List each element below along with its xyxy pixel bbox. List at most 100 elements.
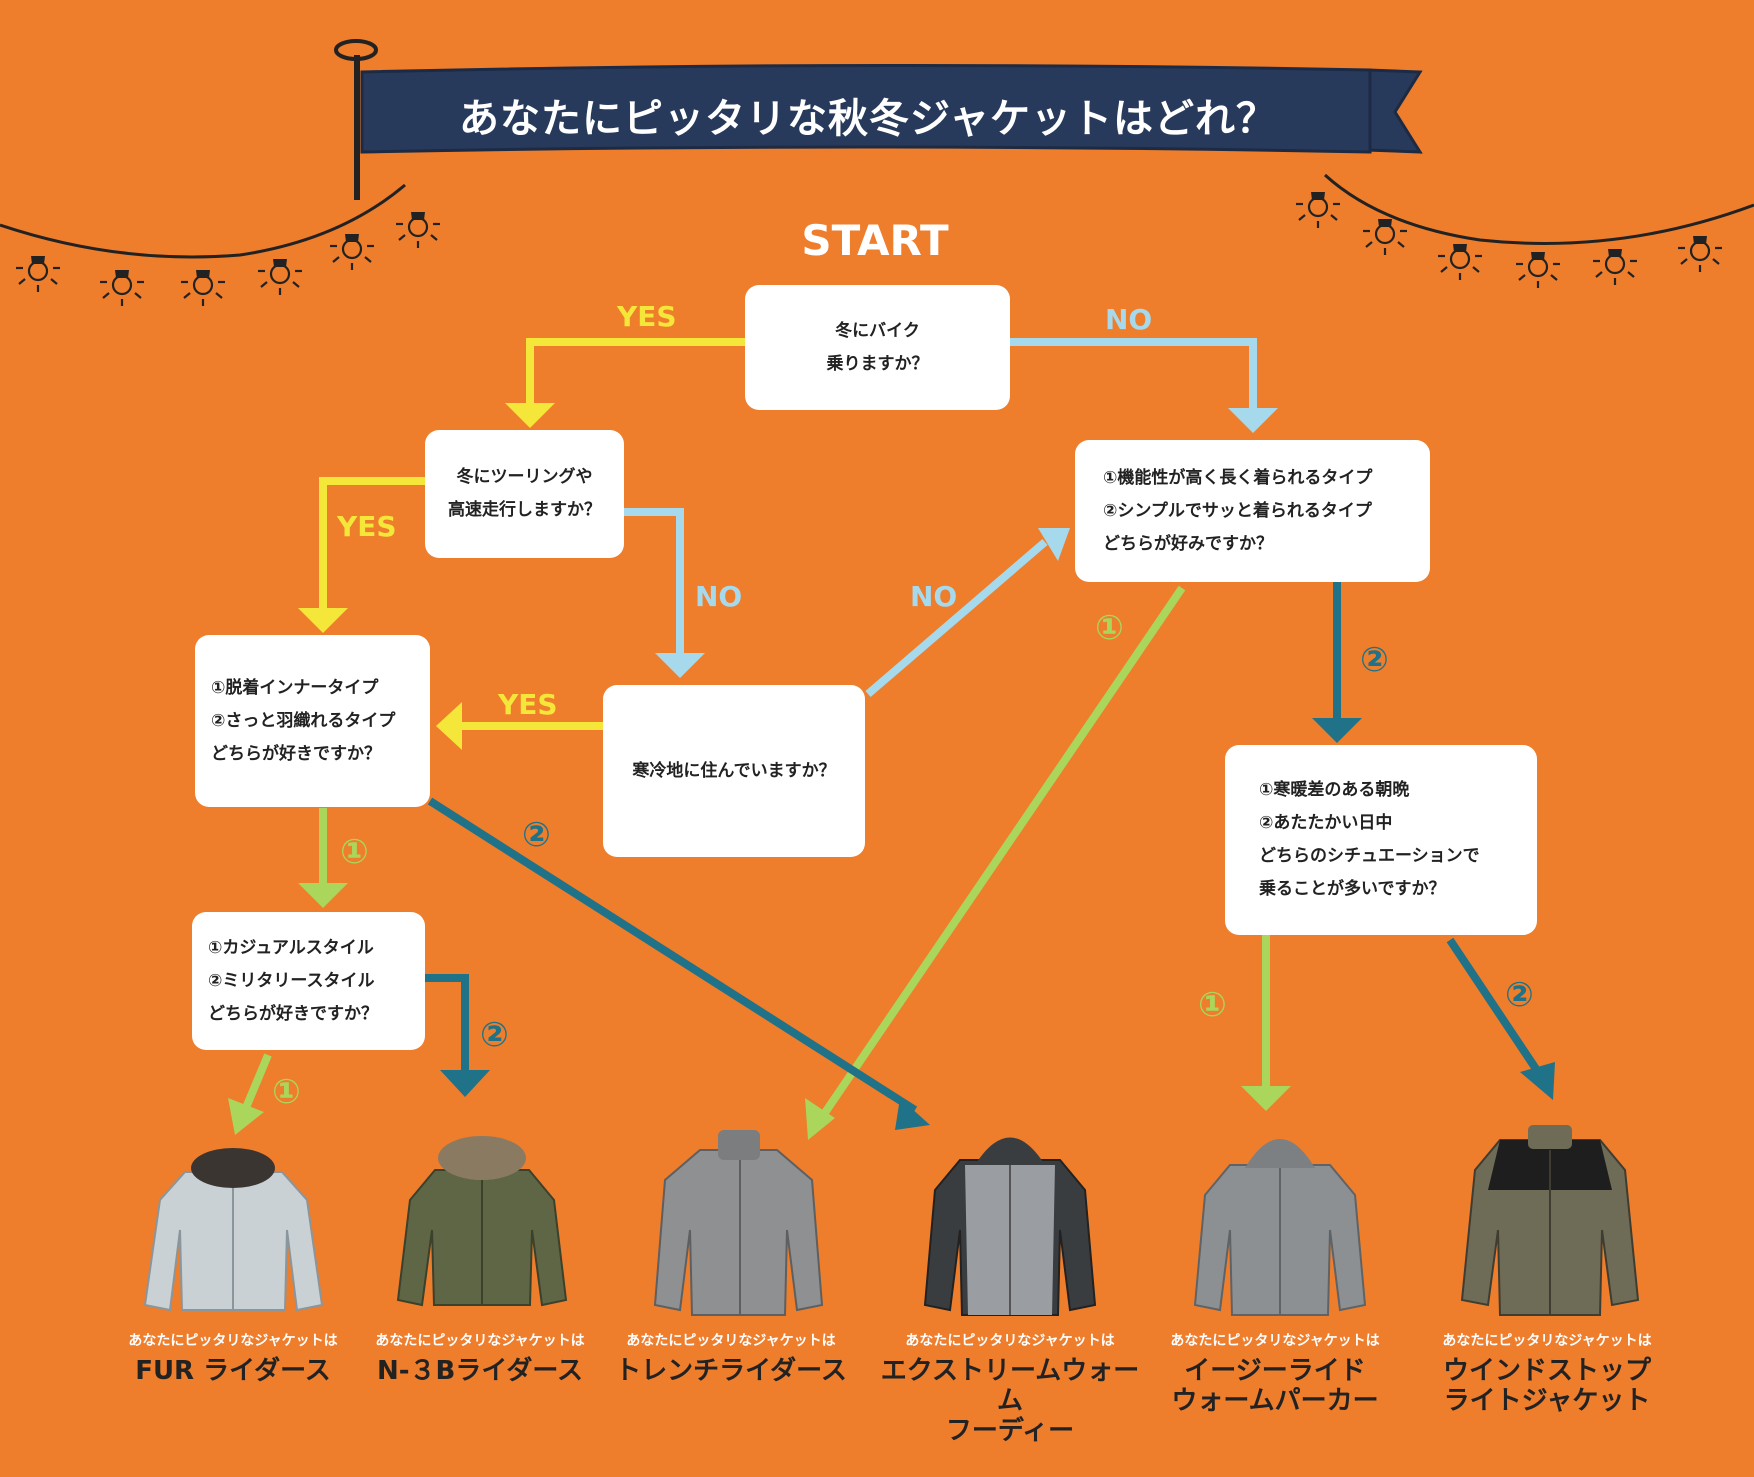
choice-one-label: ① [272,1072,301,1112]
yes-label: YES [617,300,677,333]
question-touring-highway: 冬にツーリングや 高速走行しますか？ [425,430,624,558]
question-line: ①寒暖差のある朝晩 [1259,780,1410,800]
result-name: トレンチライダース [615,1356,847,1386]
choice-two-label: ② [1360,640,1389,680]
question-line: ①機能性が高く長く着られるタイプ [1103,467,1373,488]
choice2-connectors [425,582,1542,1114]
question-line: ②さっと羽織れるタイプ [211,710,396,731]
result-n3b-riders: あなたにピッタリなジャケットは N-３Bライダース [345,1332,615,1386]
result-name: N-３Bライダース [376,1356,584,1386]
arrow-head-icon [436,702,462,750]
arrow-head-icon [1520,1062,1555,1100]
result-trench-riders: あなたにピッタリなジャケットは トレンチライダース [596,1332,866,1386]
question-line: 高速走行しますか？ [448,500,601,520]
choice1-connectors [241,585,1270,1123]
bulb-icon [1294,190,1342,230]
jacket-extreme-warm-hoodie-image [923,1137,1097,1316]
arrow-head-icon [505,403,555,428]
result-name: ライトジャケット [1443,1386,1651,1416]
bulb-icon [14,254,62,294]
result-name: FUR ライダース [135,1356,331,1386]
arrow-head-icon [1228,408,1278,433]
choice-two-label: ② [522,815,551,855]
arrow-head-icon [805,1098,835,1140]
arrow-head-icon [1038,528,1070,561]
jacket-easy-ride-warm-parka-image [1193,1139,1367,1316]
result-prefix: あなたにピッタリなジャケットは [626,1333,836,1349]
no-label: NO [910,580,958,613]
jacket-n3b-riders-image [396,1136,568,1307]
result-name: フーディー [945,1416,1075,1446]
question-line: どちらが好きですか？ [208,1003,378,1024]
bulb-icon [1591,247,1639,287]
jacket-wind-stop-light-jacket-image [1460,1125,1640,1316]
choice-two-label: ② [1505,975,1534,1015]
question-line: どちらのシチュエーションで [1259,846,1480,866]
question-function-or-simple: ①機能性が高く長く着られるタイプ ②シンプルでサッと着られるタイプ どちらが好み… [1075,440,1430,582]
result-extreme-warm-hoodie: あなたにピッタリなジャケットは エクストリームウォーム フーディー [875,1332,1145,1446]
result-prefix: あなたにピッタリなジャケットは [1442,1333,1652,1349]
no-connectors [624,338,1257,698]
choice-one-label: ① [1198,985,1227,1025]
question-line: どちらが好みですか？ [1103,533,1273,554]
string-lights-right [1294,173,1754,290]
question-ride-in-winter: 冬にバイク 乗りますか？ [745,285,1010,410]
result-prefix: あなたにピッタリなジャケットは [1170,1333,1380,1349]
question-line: どちらが好きですか？ [211,743,381,764]
question-line: 冬にツーリングや [456,467,593,487]
result-prefix: あなたにピッタリなジャケットは [375,1333,585,1349]
question-line: 冬にバイク [835,320,920,341]
string-lights-left [0,183,442,308]
jacket-fur-riders-image [143,1148,324,1312]
bulb-icon [1514,250,1562,290]
bulb-icon [328,232,376,272]
question-situation: ①寒暖差のある朝晩 ②あたたかい日中 どちらのシチュエーションで 乗ることが多い… [1225,745,1537,935]
bulb-icon [1361,217,1409,257]
result-name: エクストリームウォーム [880,1356,1140,1416]
choice-one-label: ① [340,832,369,872]
page-title: あなたにピッタリな秋冬ジャケットはどれ？ [459,96,1277,142]
arrow-head-icon [228,1098,264,1135]
no-label: NO [1105,303,1153,336]
yes-label: YES [337,510,397,543]
yes-label: YES [498,688,558,721]
bulb-icon [394,210,442,250]
arrow-head-icon [298,883,348,908]
arrow-head-icon [895,1098,930,1130]
question-line: ①脱着インナータイプ [211,677,379,698]
result-fur-riders: あなたにピッタリなジャケットは FUR ライダース [98,1332,368,1386]
result-wind-stop-light-jacket: あなたにピッタリなジャケットは ウインドストップ ライトジャケット [1412,1332,1682,1416]
question-line: ①カジュアルスタイル [208,937,374,958]
result-name: ウインドストップ [1442,1356,1651,1386]
question-cold-region: 寒冷地に住んでいますか？ [603,685,865,857]
arrow-head-icon [440,1070,490,1097]
question-line: 乗りますか？ [826,353,929,374]
result-easy-ride-warm-parka: あなたにピッタリなジャケットは イージーライド ウォームパーカー [1140,1332,1410,1416]
arrow-head-icon [1312,718,1362,743]
start-label: START [801,216,949,265]
question-line: ②あたたかい日中 [1259,813,1393,833]
result-name: ウォームパーカー [1171,1386,1379,1416]
bulb-icon [179,268,227,308]
bulb-icon [1436,242,1484,282]
arrow-head-icon [1241,1086,1291,1111]
arrow-head-icon [298,608,348,633]
result-name: イージーライド [1184,1356,1366,1386]
no-label: NO [695,580,743,613]
question-line: 乗ることが多いですか？ [1259,879,1446,899]
choice-one-label: ① [1095,608,1124,648]
question-line: 寒冷地に住んでいますか？ [632,760,836,781]
question-inner-or-quick: ①脱着インナータイプ ②さっと羽織れるタイプ どちらが好きですか？ [195,635,430,807]
title-banner [334,39,1423,200]
bulb-icon [256,257,304,297]
choice-two-label: ② [480,1015,509,1055]
bulb-icon [98,268,146,308]
yes-connectors [319,338,745,730]
question-line: ②シンプルでサッと着られるタイプ [1103,500,1372,521]
question-line: ②ミリタリースタイル [208,970,375,991]
result-prefix: あなたにピッタリなジャケットは [905,1333,1115,1349]
bulb-icon [1676,234,1724,274]
result-prefix: あなたにピッタリなジャケットは [128,1333,338,1349]
jacket-trench-riders-image [653,1130,824,1316]
